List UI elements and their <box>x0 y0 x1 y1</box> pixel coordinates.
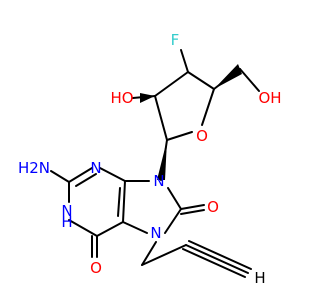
bond-n1-c6 <box>68 219 98 237</box>
bond-c8-o <box>180 204 205 210</box>
n9-label: N <box>153 172 164 190</box>
bond-c1-c2 <box>154 95 168 141</box>
fluorine-label: F <box>171 31 180 49</box>
bond-c3-f <box>180 49 189 73</box>
bond-c-c-triple-1 <box>185 244 249 274</box>
bond-c2-c3 <box>154 71 189 97</box>
bond-n7-ch2 <box>141 241 157 266</box>
n7-label: N <box>150 224 161 242</box>
bond-o-c1 <box>166 131 193 141</box>
bond-c8-n7 <box>164 208 182 234</box>
wedge-c1-n9 <box>157 140 167 180</box>
bond-c4-c5-double <box>117 187 121 217</box>
bond-n3-c2-double <box>75 173 97 187</box>
bond-c4-o <box>201 88 215 126</box>
bond-c6-c5 <box>96 221 124 237</box>
bond-c4-n3 <box>99 167 126 182</box>
n1-label: N <box>61 202 72 220</box>
bond-n7-c5 <box>122 221 148 234</box>
c6-oxygen-label: O <box>90 259 102 277</box>
bond-ch2-c <box>141 244 187 266</box>
bond-c-c-triple-2 <box>188 240 252 270</box>
terminal-h-label: H <box>254 269 265 287</box>
c8-oxygen-label: O <box>207 198 219 216</box>
bond-c3-c4 <box>187 71 215 90</box>
propargyl-chain <box>141 240 252 278</box>
bond-c5-c4 <box>122 180 126 223</box>
wedge-c4-ch2 <box>214 64 242 89</box>
bond-c2-nh2 <box>50 170 70 183</box>
molecule-diagram: F HO OH O H2N N N H N N O O H <box>18 31 282 287</box>
ring-oxygen-label: O <box>196 127 208 145</box>
bond-n3-c2 <box>68 167 93 183</box>
purine-core <box>50 167 205 258</box>
n3-label: N <box>90 159 101 177</box>
hydroxyl-ring-label: HO <box>110 89 133 107</box>
amine-label: H2N <box>18 159 50 177</box>
bond-c8-o-double <box>180 209 205 215</box>
wedge-c2-oh <box>140 93 155 103</box>
bond-n9-c8 <box>167 187 182 210</box>
n1-h-label: H <box>61 213 72 231</box>
bond-c-c-triple-3 <box>182 248 246 278</box>
bond-ch2-oh <box>239 68 260 92</box>
hydroxyl-chain-label: OH <box>258 89 281 107</box>
